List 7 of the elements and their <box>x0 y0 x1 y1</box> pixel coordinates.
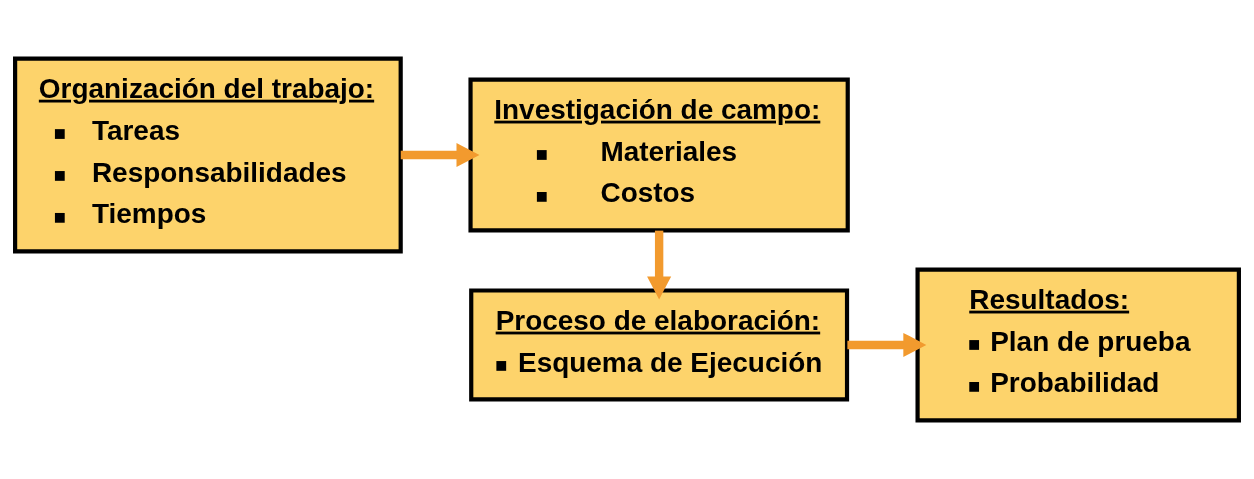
arrow <box>847 332 927 358</box>
arrow <box>400 142 480 168</box>
node-box: Investigación de campo: Materiales Costos <box>468 77 850 233</box>
node-box: Proceso de elaboración: Esquema de Ejecución <box>469 288 850 402</box>
arrow <box>647 230 672 300</box>
node-box: Organización del trabajo: Tareas Responsabilidades Tiempos <box>13 56 403 254</box>
node-box: Resultados: Plan de prueba Probabilidad <box>915 267 1241 423</box>
